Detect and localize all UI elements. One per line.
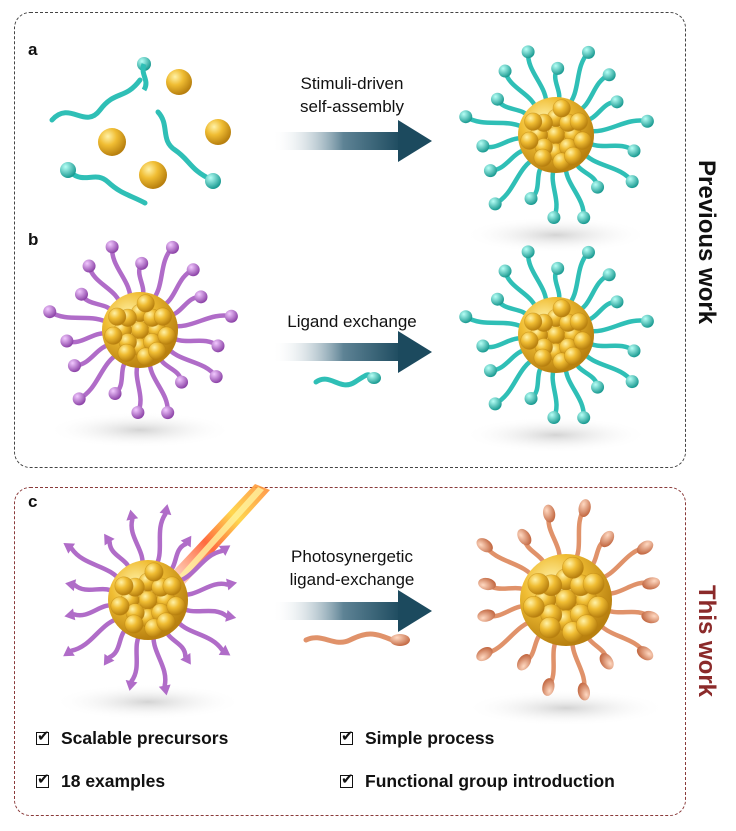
checkbox-icon xyxy=(340,770,354,788)
orange-functionalized-nanoparticle xyxy=(465,499,667,726)
teal-exchanged-nanoparticle xyxy=(459,245,654,453)
purple-capped-nanoparticle xyxy=(43,240,238,448)
teal-capped-nanoparticle xyxy=(459,45,654,253)
feature-18-examples: 18 examples xyxy=(36,770,166,792)
incoming-orange-ligand xyxy=(303,631,410,646)
checkbox-icon xyxy=(36,727,50,745)
arrow-right-icon xyxy=(272,120,432,162)
feature-simple-process: Simple process xyxy=(340,727,495,749)
checkbox-icon xyxy=(340,727,354,745)
previous-work-box xyxy=(14,12,686,468)
this-work-box xyxy=(14,487,686,816)
this-work-label: This work xyxy=(693,585,720,698)
process-label-c: Photosynergetic ligand-exchange xyxy=(289,547,415,589)
feature-text: 18 examples xyxy=(61,771,166,791)
feature-functional-group: Functional group introduction xyxy=(340,770,615,792)
free-ligands-and-nanoparticles xyxy=(49,57,231,206)
panel-label-c: c xyxy=(28,492,38,511)
feature-text: Functional group introduction xyxy=(365,771,615,791)
previous-work-label: Previous work xyxy=(693,160,720,325)
arrow-right-icon xyxy=(272,331,432,373)
incoming-teal-ligand xyxy=(313,372,381,388)
process-label-b: Ligand exchange xyxy=(287,312,417,331)
feature-scalable-precursors: Scalable precursors xyxy=(36,727,229,749)
process-label-a: Stimuli-driven self-assembly xyxy=(300,74,404,116)
feature-text: Simple process xyxy=(365,728,495,748)
photoactive-purple-nanoparticle xyxy=(53,504,243,720)
panel-label-a: a xyxy=(28,40,38,59)
light-beam-icon xyxy=(160,484,270,598)
checkbox-icon xyxy=(36,770,50,788)
panel-label-b: b xyxy=(28,230,39,249)
feature-text: Scalable precursors xyxy=(61,728,229,748)
arrow-right-icon xyxy=(272,590,432,632)
